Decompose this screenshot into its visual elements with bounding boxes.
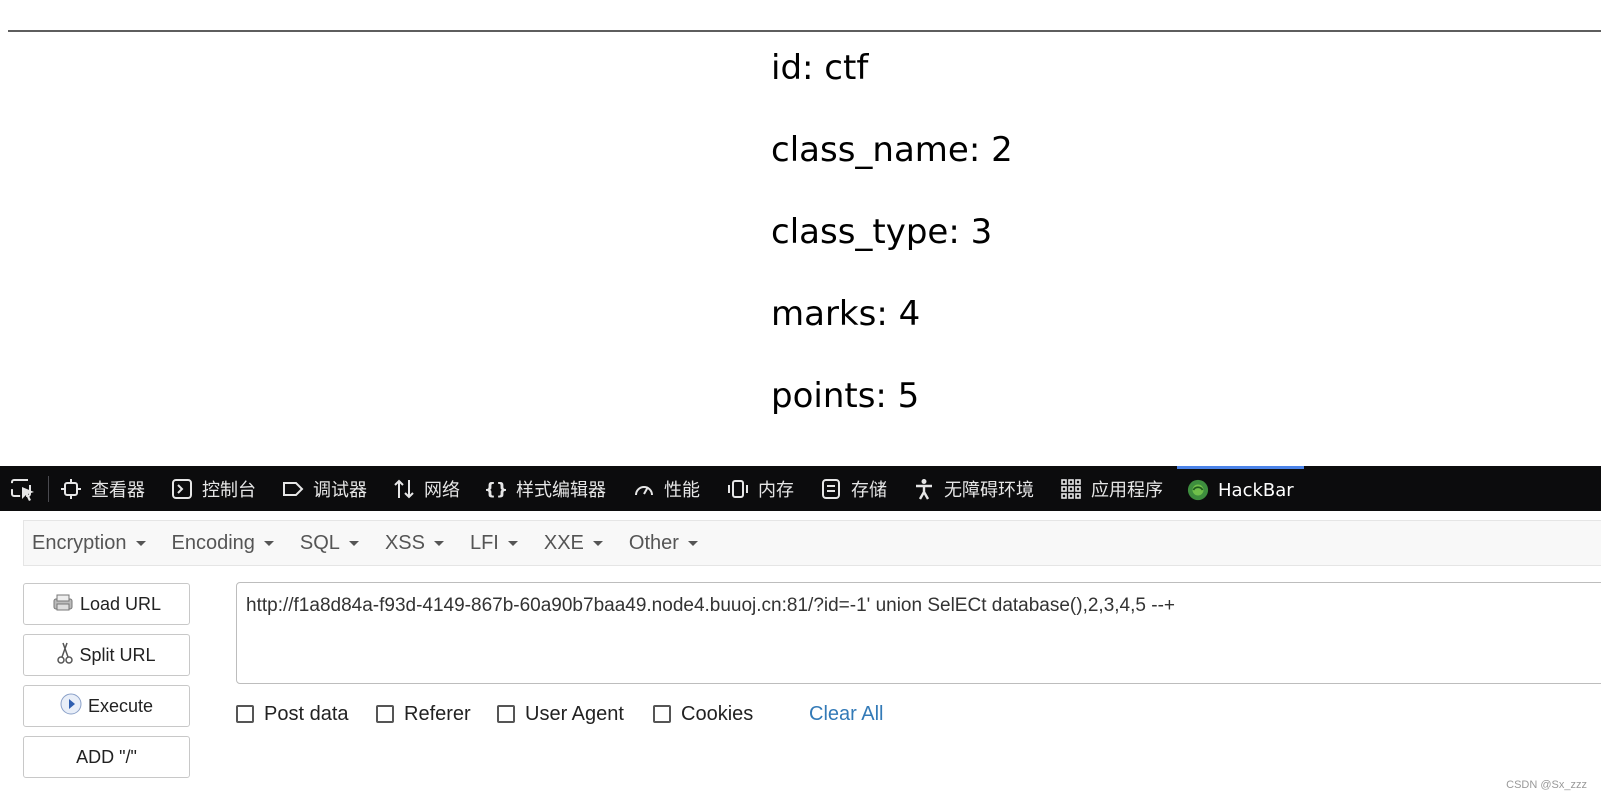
menu-label: Encryption (32, 531, 127, 554)
checkbox-box[interactable] (236, 705, 254, 723)
tab-label: 应用程序 (1091, 479, 1163, 501)
button-label: Split URL (79, 644, 156, 665)
checkbox-box[interactable] (653, 705, 671, 723)
devtools-toolbar: 查看器 控制台 调试器 网络 {} 样式编辑器 性能 内存 存储 无障碍环境 应… (0, 466, 1601, 511)
load-url-icon (52, 592, 74, 617)
chevron-down-icon (135, 540, 146, 546)
checkbox-label: Referer (404, 702, 471, 725)
tab-label: HackBar (1218, 479, 1294, 501)
tab-label: 存储 (851, 479, 887, 501)
chevron-down-icon (348, 540, 359, 546)
horizontal-rule (8, 30, 1601, 32)
console-icon (171, 478, 193, 500)
page-content: id: ctf class_name: 2 class_type: 3 mark… (8, 30, 1601, 416)
accessibility-icon (913, 478, 935, 500)
hackbar-menu: Encryption Encoding SQL XSS LFI XXE Othe… (23, 520, 1601, 566)
tab-label: 内存 (758, 479, 794, 501)
inspector-icon (60, 478, 82, 500)
checkbox-box[interactable] (497, 705, 515, 723)
tab-inspector[interactable]: 查看器 (60, 466, 145, 511)
checkbox-post-data[interactable]: Post data (236, 699, 349, 729)
split-url-button[interactable]: Split URL (23, 634, 190, 676)
menu-xss[interactable]: XSS (385, 532, 444, 555)
tab-label: 网络 (424, 479, 460, 501)
svg-text:{}: {} (485, 480, 507, 500)
tab-debugger[interactable]: 调试器 (282, 466, 367, 511)
debugger-icon (282, 478, 304, 500)
field-marks: marks: 4 (771, 294, 921, 334)
checkbox-referer[interactable]: Referer (376, 699, 471, 729)
tab-accessibility[interactable]: 无障碍环境 (913, 466, 1034, 511)
field-id: id: ctf (771, 48, 869, 88)
menu-encryption[interactable]: Encryption (32, 532, 146, 555)
style-editor-icon: {} (485, 478, 507, 500)
button-label: Load URL (79, 593, 162, 614)
hackbar-icon (1187, 479, 1209, 501)
menu-label: SQL (299, 531, 340, 554)
chevron-down-icon (687, 540, 698, 546)
button-label: Execute (87, 695, 154, 716)
menu-label: XSS (384, 531, 425, 554)
menu-label: LFI (469, 531, 499, 554)
tab-label: 查看器 (91, 479, 145, 501)
chevron-down-icon (263, 540, 274, 546)
load-url-button[interactable]: Load URL (23, 583, 190, 625)
tab-hackbar[interactable]: HackBar (1177, 466, 1304, 511)
checkbox-box[interactable] (376, 705, 394, 723)
tab-label: 调试器 (313, 479, 367, 501)
tab-network[interactable]: 网络 (393, 466, 460, 511)
menu-lfi[interactable]: LFI (470, 532, 518, 555)
menu-sql[interactable]: SQL (300, 532, 359, 555)
tab-memory[interactable]: 内存 (727, 466, 794, 511)
checkbox-user-agent[interactable]: User Agent (497, 699, 624, 729)
play-icon (60, 693, 82, 720)
field-points: points: 5 (771, 376, 920, 416)
tab-storage[interactable]: 存储 (820, 466, 887, 511)
tab-label: 样式编辑器 (516, 479, 606, 501)
checkbox-label: Cookies (681, 702, 754, 725)
hackbar-panel: Encryption Encoding SQL XSS LFI XXE Othe… (0, 511, 1601, 797)
memory-icon (727, 478, 749, 500)
menu-other[interactable]: Other (629, 532, 698, 555)
field-class-name: class_name: 2 (771, 130, 1013, 170)
tab-label: 性能 (664, 479, 700, 501)
performance-icon (633, 478, 655, 500)
tab-label: 无障碍环境 (944, 479, 1034, 501)
chevron-down-icon (433, 540, 444, 546)
scissors-icon (57, 641, 74, 670)
add-slash-button[interactable]: ADD "/" (23, 736, 190, 778)
checkbox-label: Post data (264, 702, 349, 725)
menu-encoding[interactable]: Encoding (172, 532, 274, 555)
url-input[interactable]: http://f1a8d84a-f93d-4149-867b-60a90b7ba… (236, 582, 1601, 684)
network-icon (393, 478, 415, 500)
application-icon (1060, 478, 1082, 500)
element-picker-icon[interactable] (8, 476, 38, 502)
tab-style-editor[interactable]: {} 样式编辑器 (485, 466, 606, 511)
button-label: ADD "/" (76, 746, 137, 767)
tab-label: 控制台 (202, 479, 256, 501)
field-class-type: class_type: 3 (771, 212, 993, 252)
clear-all-link[interactable]: Clear All (809, 703, 884, 725)
storage-icon (820, 478, 842, 500)
menu-label: XXE (543, 531, 584, 554)
tab-application[interactable]: 应用程序 (1060, 466, 1163, 511)
checkbox-cookies[interactable]: Cookies (653, 699, 753, 729)
chevron-down-icon (592, 540, 603, 546)
tab-performance[interactable]: 性能 (633, 466, 700, 511)
menu-label: Other (628, 531, 679, 554)
execute-button[interactable]: Execute (23, 685, 190, 727)
menu-xxe[interactable]: XXE (544, 532, 603, 555)
watermark: CSDN @Sx_zzz (1506, 779, 1587, 791)
chevron-down-icon (507, 540, 518, 546)
checkbox-label: User Agent (525, 702, 624, 725)
menu-label: Encoding (171, 531, 255, 554)
toolbar-separator (48, 476, 49, 502)
tab-console[interactable]: 控制台 (171, 466, 256, 511)
